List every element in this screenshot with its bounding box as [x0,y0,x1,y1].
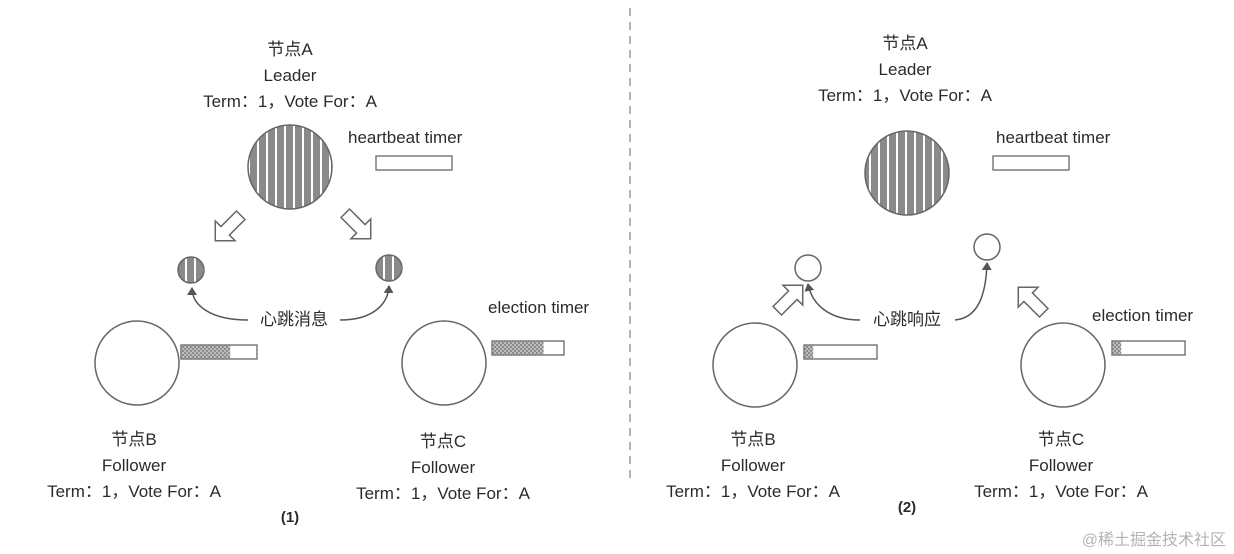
panel-2 [712,130,1186,408]
leader-term-2: Term：1，Vote For：A [818,86,992,105]
follower-b-name-1: 节点B [111,430,157,449]
leader-role-1: Leader [263,66,317,85]
election-timer-label-1: election timer [488,298,590,317]
follower-b-term-1: Term：1，Vote For：A [47,482,221,501]
response-arrow-from-b-2 [771,284,804,317]
election-timer-bar-b-1 [180,344,258,360]
heartbeat-message-dot-c [375,254,403,282]
curve-arrow-left-1 [187,287,249,321]
follower-c-role-1: Follower [410,458,476,477]
follower-c-term-2: Term：1，Vote For：A [974,482,1148,501]
leader-role-2: Leader [878,60,932,79]
curve-arrow-left-2 [804,283,861,321]
heartbeat-message-label: 心跳消息 [260,310,328,329]
follower-node-b-2 [712,322,798,408]
follower-b-name-2: 节点B [730,430,776,449]
follower-node-c-2 [1020,322,1106,408]
panel-number-2: (2) [897,499,917,516]
outgoing-arrow-to-c-1 [339,207,372,240]
follower-b-role-2: Follower [720,456,786,475]
leader-node-a-1 [247,124,333,210]
follower-c-name-1: 节点C [419,432,467,451]
heartbeat-timer-bar-2 [992,155,1070,171]
follower-c-role-2: Follower [1028,456,1094,475]
leader-node-a-2 [864,130,950,216]
follower-node-c-1 [401,320,487,406]
curve-arrow-right-2 [954,262,992,321]
follower-b-term-2: Term：1，Vote For：A [666,482,840,501]
curve-arrow-right-1 [339,285,394,321]
response-dot-b [794,254,822,282]
election-timer-bar-c-1 [491,340,565,356]
election-timer-label-2: election timer [1092,306,1194,325]
leader-name-1: 节点A [267,40,313,59]
watermark: @稀土掘金技术社区 [1081,532,1226,549]
panel-1 [94,124,565,406]
follower-node-b-1 [94,320,180,406]
follower-c-name-2: 节点C [1037,430,1085,449]
leader-name-2: 节点A [882,34,928,53]
panel-number-1: (1) [280,509,300,526]
heartbeat-message-dot-b [177,256,205,284]
leader-term-1: Term：1，Vote For：A [203,92,377,111]
heartbeat-timer-bar-1 [375,155,453,171]
follower-c-term-1: Term：1，Vote For：A [356,484,530,503]
heartbeat-timer-label-2: heartbeat timer [996,128,1111,147]
election-timer-bar-c-2 [1111,340,1186,356]
heartbeat-timer-label-1: heartbeat timer [348,128,463,147]
heartbeat-response-label: 心跳响应 [873,310,941,329]
follower-b-role-1: Follower [101,456,167,475]
response-dot-c [973,233,1001,261]
election-timer-bar-b-2 [803,344,878,360]
outgoing-arrow-to-b-1 [214,209,247,242]
response-arrow-from-c-2 [1017,286,1050,319]
